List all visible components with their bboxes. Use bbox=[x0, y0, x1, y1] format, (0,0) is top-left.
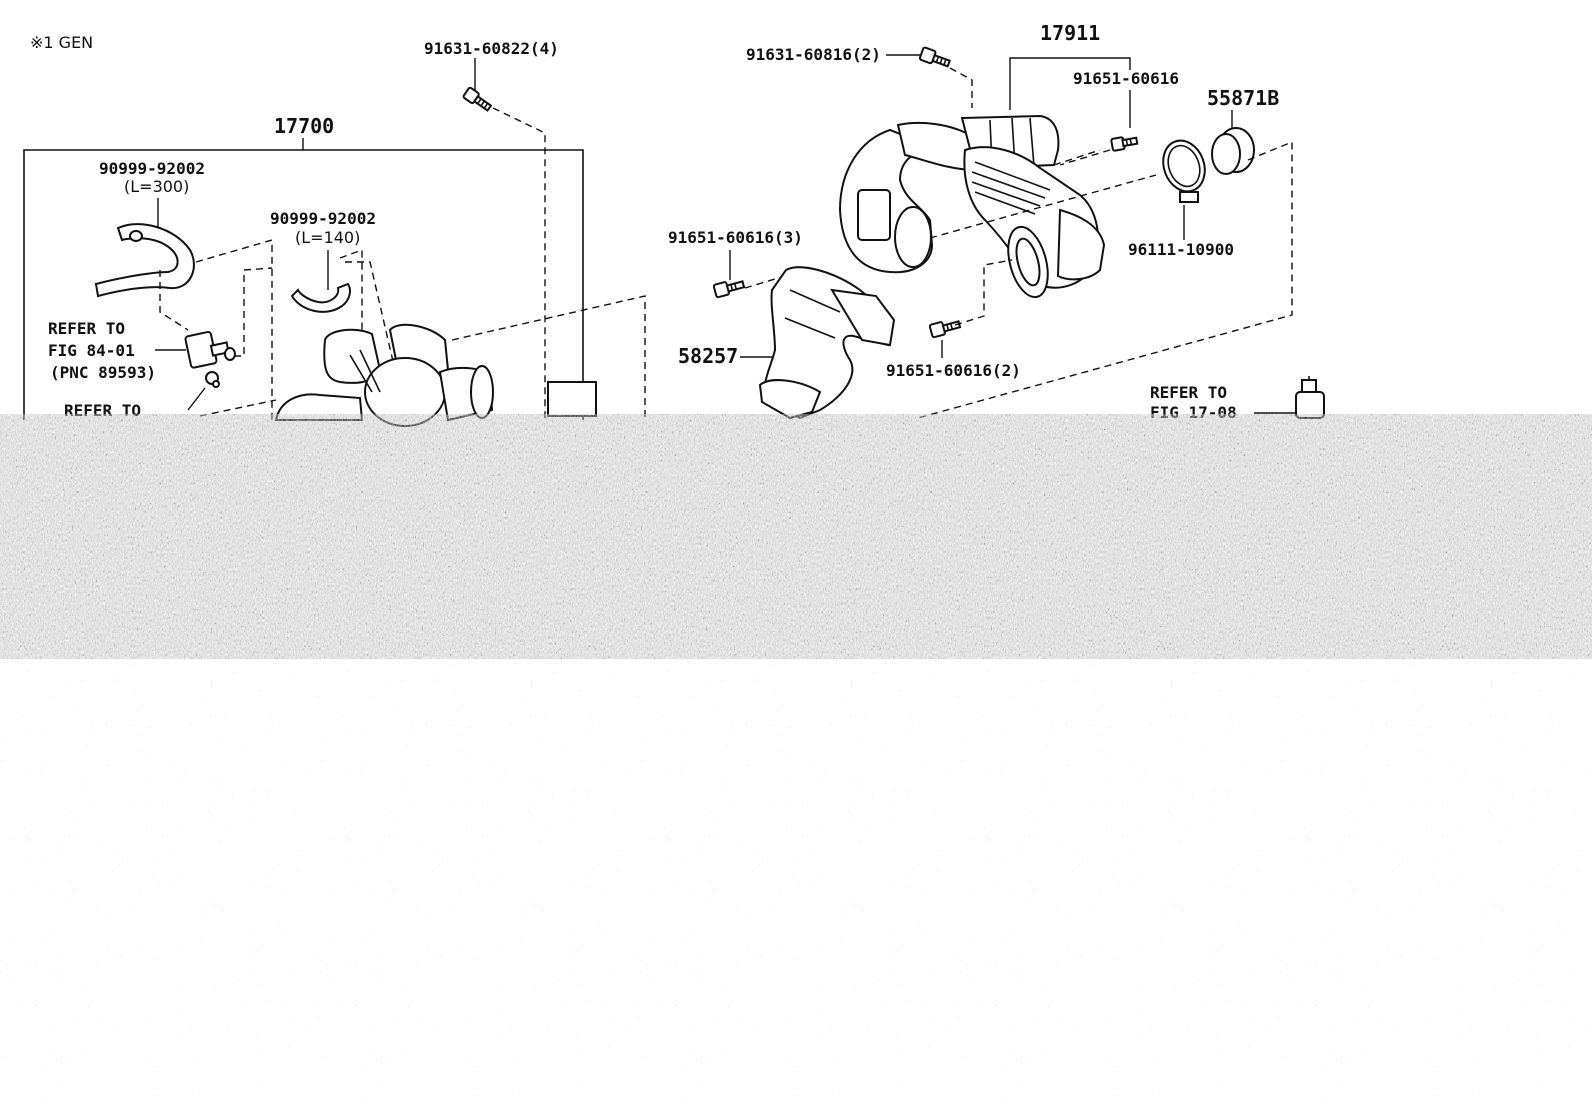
small-bolt-icon bbox=[205, 371, 220, 388]
refer-84-line2: FIG 84-01 bbox=[48, 341, 135, 360]
label-90999-92002-a[interactable]: 90999-92002 bbox=[99, 159, 205, 178]
label-17911[interactable]: 17911 bbox=[1040, 21, 1100, 45]
label-17700[interactable]: 17700 bbox=[274, 114, 334, 138]
noise-band-dark bbox=[0, 414, 1592, 659]
label-96111-10900[interactable]: 96111-10900 bbox=[1128, 240, 1234, 259]
label-58257[interactable]: 58257 bbox=[678, 344, 738, 368]
hose-l140 bbox=[290, 282, 351, 313]
sensor-fitting-icon bbox=[1295, 376, 1325, 419]
label-90999-92002-a-length: (L=300) bbox=[124, 177, 189, 196]
label-55871B[interactable]: 55871B bbox=[1207, 86, 1279, 110]
air-hose-17911 bbox=[838, 114, 1106, 299]
assembly-17700-box bbox=[23, 138, 584, 420]
sensor-icon bbox=[184, 330, 236, 369]
clamp-icon bbox=[1162, 139, 1206, 203]
label-91651-60616-2[interactable]: 91651-60616(2) bbox=[886, 361, 1021, 380]
bolt-icon bbox=[928, 320, 962, 339]
refer-84-line3: (PNC 89593) bbox=[50, 363, 156, 382]
bolt-icon bbox=[462, 86, 493, 112]
intake-body bbox=[274, 323, 597, 427]
hose-l300 bbox=[94, 223, 195, 298]
bolt-icon bbox=[1110, 136, 1139, 152]
bolt-icon bbox=[712, 280, 746, 299]
duct-58257 bbox=[758, 266, 896, 420]
ring-55871B bbox=[1211, 127, 1255, 175]
refer-84-line1: REFER TO bbox=[48, 319, 125, 338]
bolt-icon bbox=[918, 46, 951, 68]
header-note: ※1 GEN bbox=[30, 33, 93, 52]
label-91631-60816[interactable]: 91631-60816(2) bbox=[746, 45, 881, 64]
label-90999-92002-b[interactable]: 90999-92002 bbox=[270, 209, 376, 228]
label-91651-60616-top[interactable]: 91651-60616 bbox=[1073, 69, 1179, 88]
label-91631-60822[interactable]: 91631-60822(4) bbox=[424, 39, 559, 58]
noise-band-light bbox=[0, 659, 1592, 1099]
label-90999-92002-b-length: (L=140) bbox=[295, 228, 360, 247]
refer-17-line1: REFER TO bbox=[1150, 383, 1227, 402]
label-91651-60616-3[interactable]: 91651-60616(3) bbox=[668, 228, 803, 247]
